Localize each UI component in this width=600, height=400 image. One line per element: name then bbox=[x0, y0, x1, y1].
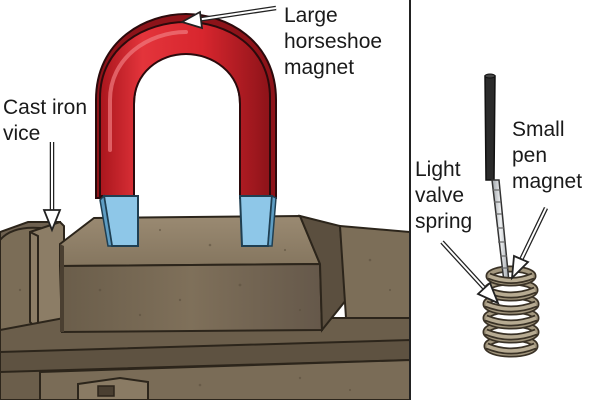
callout-arrows bbox=[42, 5, 549, 305]
arrow-horseshoe bbox=[179, 5, 277, 30]
vice-fixed-jaw bbox=[29, 220, 65, 330]
vice-jaw-left-face bbox=[60, 244, 64, 332]
magnet-pole-left-side bbox=[99, 194, 113, 247]
arrow-spring bbox=[440, 240, 500, 305]
valve-spring-front bbox=[484, 272, 538, 355]
horseshoe-magnet bbox=[95, 12, 277, 247]
label-large-horseshoe-magnet: Large horseshoe magnet bbox=[284, 4, 383, 79]
label-cast-iron-vice: Cast iron vice bbox=[3, 96, 88, 145]
pen-magnet-and-spring bbox=[482, 73, 540, 358]
magnet-arch bbox=[99, 20, 271, 197]
magnet-highlight bbox=[108, 30, 188, 152]
pen-shaft-rings bbox=[493, 189, 508, 269]
arrow-vice bbox=[42, 142, 62, 233]
label-light-valve-spring: Light valve spring bbox=[415, 158, 473, 233]
label-small-pen-magnet: Small pen magnet bbox=[512, 118, 583, 193]
small-pen-magnet bbox=[484, 73, 510, 283]
vice-texture bbox=[18, 226, 392, 392]
arrow-pen bbox=[510, 207, 549, 281]
magnet-pole-right bbox=[238, 195, 274, 247]
magnet-pole-right-side bbox=[267, 194, 277, 247]
vice-fixed-jaw-edge bbox=[29, 231, 39, 326]
vice-screw-hole bbox=[97, 385, 115, 397]
vice-jaw-side bbox=[298, 214, 348, 333]
vice-jaw-front bbox=[58, 262, 324, 334]
pen-body bbox=[484, 75, 496, 181]
cast-iron-vice bbox=[0, 214, 411, 400]
vice-jaw-top bbox=[59, 214, 322, 268]
vice-right-housing bbox=[338, 224, 411, 319]
